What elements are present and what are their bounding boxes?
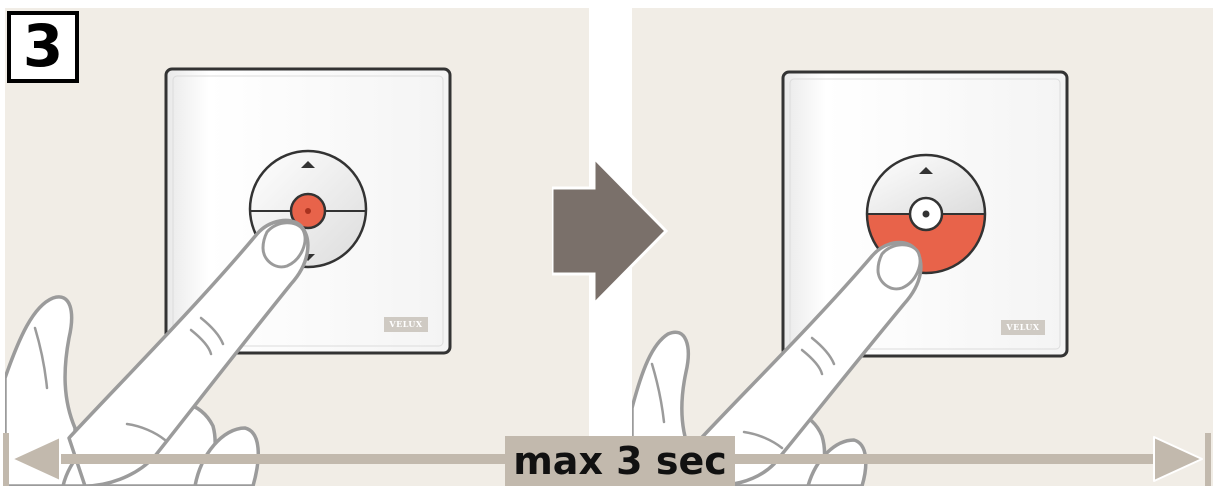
- stop-dot-icon: [923, 211, 930, 218]
- stop-dot-icon: [305, 208, 311, 214]
- panel-after-illustration: [632, 8, 1213, 486]
- duration-label: max 3 sec: [505, 436, 735, 486]
- step-number-badge: 3: [7, 11, 79, 83]
- brand-label: VELUX: [1001, 320, 1045, 335]
- next-arrow-icon: [552, 158, 668, 304]
- step-panel-before: [5, 8, 589, 486]
- panel-before-illustration: [5, 8, 589, 486]
- step-panel-after: [632, 8, 1213, 486]
- brand-label: VELUX: [384, 317, 428, 332]
